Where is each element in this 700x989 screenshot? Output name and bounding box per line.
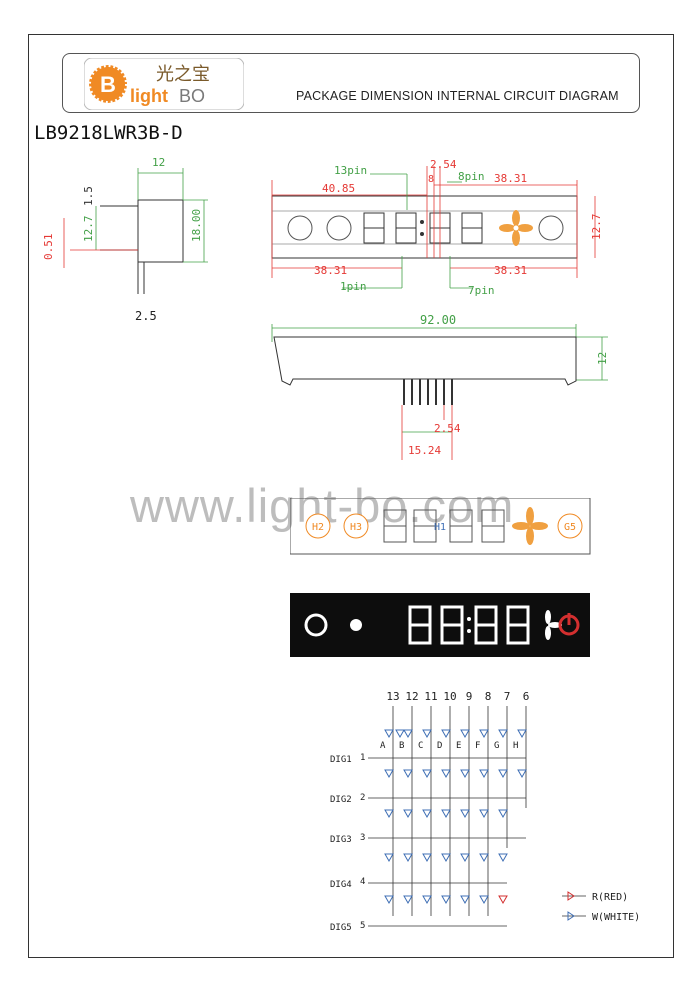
bottom-width: 92.00 bbox=[420, 313, 456, 327]
pin-13: 13 bbox=[386, 690, 399, 703]
dig2-pin: 2 bbox=[360, 793, 365, 803]
pin-8: 8 bbox=[485, 690, 492, 703]
side-inner: 12.7 bbox=[82, 216, 95, 243]
seg-c: C bbox=[418, 741, 423, 751]
dig3-label: DIG3 bbox=[330, 835, 352, 845]
front-pin13: 13pin bbox=[334, 164, 367, 177]
circuit-diagram: 13 12 11 10 9 8 7 6 DIG1 DIG2 DIG3 DIG4 … bbox=[330, 690, 640, 933]
side-height: 18.00 bbox=[190, 209, 203, 242]
brand-light: light bbox=[130, 86, 168, 106]
dig3-pin: 3 bbox=[360, 833, 365, 843]
pin-10: 10 bbox=[443, 690, 456, 703]
preview-h1: H1 bbox=[434, 522, 446, 533]
preview-h2: H2 bbox=[312, 522, 324, 533]
front-d2: 38.31 bbox=[494, 172, 527, 185]
pin-9: 9 bbox=[466, 690, 473, 703]
pin-11: 11 bbox=[424, 690, 437, 703]
seg-b: B bbox=[399, 741, 404, 751]
side-width: 12 bbox=[152, 156, 165, 169]
dig1-pin: 1 bbox=[360, 753, 365, 763]
legend-white: W(WHITE) bbox=[592, 912, 640, 923]
preview-g5: G5 bbox=[564, 522, 576, 533]
seg-f: F bbox=[475, 741, 480, 751]
pin-7: 7 bbox=[504, 690, 511, 703]
header-title: PACKAGE DIMENSION INTERNAL CIRCUIT DIAGR… bbox=[296, 89, 619, 103]
front-pin8: 8pin bbox=[458, 170, 485, 183]
dig5-pin: 5 bbox=[360, 921, 365, 931]
dig2-label: DIG2 bbox=[330, 795, 352, 805]
model-number: LB9218LWR3B-D bbox=[34, 122, 183, 144]
seg-h: H bbox=[513, 741, 518, 751]
pin-12: 12 bbox=[405, 690, 418, 703]
seg-d: D bbox=[437, 741, 442, 751]
bottom-height: 12 bbox=[596, 352, 609, 365]
side-offset: 0.51 bbox=[42, 234, 55, 261]
front-d1: 40.85 bbox=[322, 182, 355, 195]
front-height: 12.7 bbox=[590, 214, 603, 241]
seg-e: E bbox=[456, 741, 461, 751]
brand-bo: BO bbox=[179, 86, 205, 106]
side-pin: 2.5 bbox=[135, 309, 157, 323]
header-box bbox=[62, 53, 640, 113]
dig1-label: DIG1 bbox=[330, 755, 352, 765]
front-p8a: 8 bbox=[428, 174, 434, 185]
dig4-label: DIG4 bbox=[330, 880, 352, 890]
bottom-pitch: 2.54 bbox=[434, 422, 461, 435]
front-d4: 38.31 bbox=[494, 264, 527, 277]
legend-red: R(RED) bbox=[592, 892, 628, 903]
preview-h3: H3 bbox=[350, 522, 362, 533]
side-top: 1.5 bbox=[82, 186, 95, 206]
front-pin7: 7pin bbox=[468, 284, 495, 297]
brand-cn: 光之宝 bbox=[156, 64, 210, 85]
bottom-span: 15.24 bbox=[408, 444, 441, 457]
front-pitch: 2.54 bbox=[430, 158, 457, 171]
preview-lit bbox=[290, 593, 590, 657]
seg-g: G bbox=[494, 741, 499, 751]
seg-a: A bbox=[380, 741, 386, 751]
front-view: 13pin 2.54 8 8pin 40.85 38.31 12.7 38.31… bbox=[271, 158, 603, 297]
drawing-frame bbox=[28, 34, 674, 958]
dig4-pin: 4 bbox=[360, 877, 365, 887]
preview-white: H2 H3 G5 H1 bbox=[290, 498, 591, 555]
pin-6: 6 bbox=[523, 690, 530, 703]
front-pin1: 1pin bbox=[340, 280, 367, 293]
dig5-label: DIG5 bbox=[330, 923, 352, 933]
bottom-view: 92.00 12 2.54 15.24 bbox=[271, 313, 609, 460]
side-view: 12 18.00 12.7 1.5 0.51 2.5 bbox=[42, 156, 208, 323]
brand-logo: B 光之宝 light BO bbox=[84, 58, 244, 110]
svg-text:B: B bbox=[100, 72, 116, 97]
front-d3: 38.31 bbox=[314, 264, 347, 277]
